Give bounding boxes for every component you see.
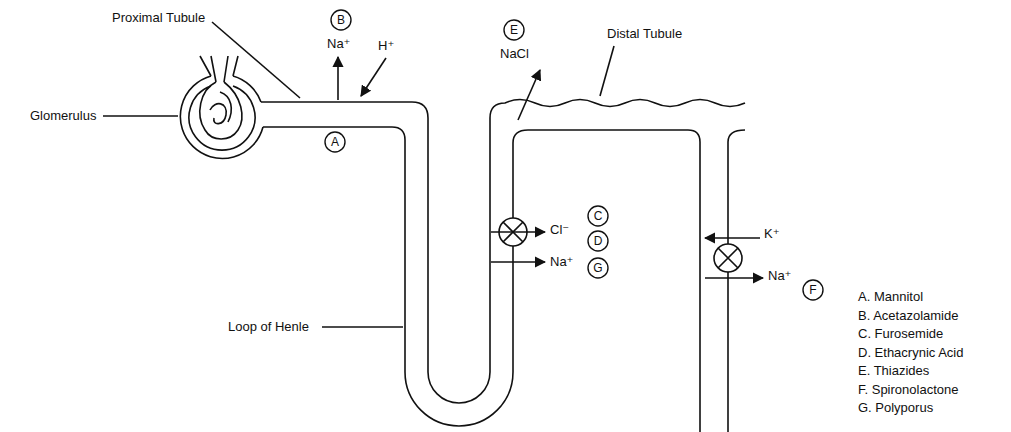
leader-line bbox=[212, 22, 300, 98]
circle-outline bbox=[588, 231, 608, 251]
arteriole bbox=[200, 56, 238, 82]
ion-label: NaCl bbox=[500, 46, 529, 62]
glomerular-tuft bbox=[220, 92, 231, 122]
tubule-wall bbox=[728, 130, 745, 432]
circle-outline bbox=[803, 280, 823, 300]
glomerular-tuft bbox=[210, 104, 226, 124]
circle-outline bbox=[588, 258, 608, 278]
leader-line bbox=[322, 326, 403, 328]
circle-outline bbox=[331, 10, 351, 30]
transporter-symbol bbox=[718, 248, 738, 268]
drug-list-item: B. Acetazolamide bbox=[858, 308, 958, 324]
part-name: Distal Tubule bbox=[607, 26, 682, 42]
callout-circle: F bbox=[802, 279, 824, 301]
drug-list-item: E. Thiazides bbox=[858, 363, 929, 379]
transport-arrow bbox=[705, 277, 763, 279]
ion-label: K⁺ bbox=[764, 226, 780, 242]
ion-label: Na⁺ bbox=[768, 268, 791, 284]
callout-circle: C bbox=[587, 205, 609, 227]
drug-list-item: F. Spironolactone bbox=[858, 382, 958, 398]
callout-circle: D bbox=[587, 230, 609, 252]
transport-arrow bbox=[491, 261, 545, 263]
callout-circle: B bbox=[330, 9, 352, 31]
ion-label: H⁺ bbox=[378, 38, 394, 54]
transport-arrow bbox=[491, 231, 545, 233]
transporter-symbol bbox=[714, 244, 742, 272]
circle-outline bbox=[325, 132, 345, 152]
tubule-wall bbox=[263, 127, 700, 432]
circle-outline bbox=[588, 206, 608, 226]
callout-letter: G bbox=[593, 261, 602, 275]
callout-letter: C bbox=[594, 209, 603, 223]
transport-arrow bbox=[705, 237, 760, 239]
drug-list-item: A. Mannitol bbox=[858, 289, 923, 305]
capsule-wall bbox=[180, 76, 263, 158]
leader-line bbox=[103, 115, 178, 117]
callout-circle: G bbox=[587, 257, 609, 279]
drug-list-item: G. Polyporus bbox=[858, 400, 933, 416]
ion-label: Na⁺ bbox=[327, 36, 350, 52]
drug-list-item: C. Furosemide bbox=[858, 326, 943, 342]
callout-circle: E bbox=[503, 19, 525, 41]
part-name: Loop of Henle bbox=[228, 319, 309, 335]
callout-letter: F bbox=[809, 283, 816, 297]
part-name: Glomerulus bbox=[30, 108, 96, 124]
callout-letter: A bbox=[331, 135, 339, 149]
transport-arrow bbox=[337, 57, 339, 100]
tubule-wall bbox=[261, 100, 745, 404]
glomerular-tuft bbox=[200, 82, 242, 139]
circle-outline bbox=[504, 20, 524, 40]
transport-arrow bbox=[361, 58, 386, 96]
callout-letter: D bbox=[594, 234, 603, 248]
ion-label: Cl⁻ bbox=[550, 222, 569, 238]
callout-letter: E bbox=[510, 23, 518, 37]
leader-line bbox=[600, 46, 614, 96]
ion-label: Na⁺ bbox=[550, 254, 573, 270]
part-name: Proximal Tubule bbox=[112, 10, 205, 26]
transport-arrow bbox=[518, 70, 540, 120]
callout-circle: A bbox=[324, 131, 346, 153]
capsule-inner-wall bbox=[189, 86, 255, 150]
callout-letter: B bbox=[337, 13, 345, 27]
drug-list-item: D. Ethacrynic Acid bbox=[858, 345, 964, 361]
